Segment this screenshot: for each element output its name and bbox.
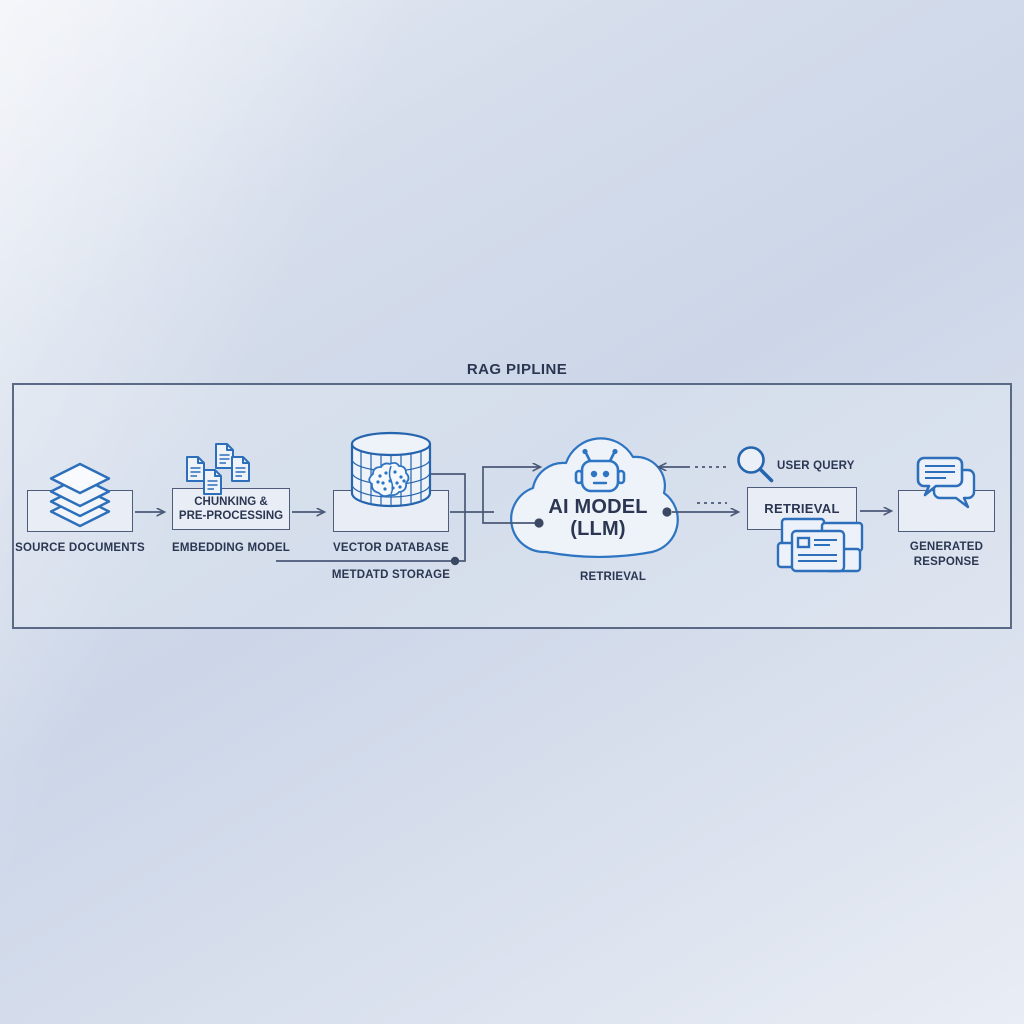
chat-bubbles-icon (916, 456, 976, 509)
diagram-title: RAG PIPLINE (466, 361, 568, 378)
chunking-label-line2: PRE-PROCESSING (178, 510, 284, 522)
generated-response-line1: GENERATED (909, 541, 984, 553)
generated-response-line2: RESPONSE (913, 556, 980, 568)
source-documents-label: SOURCE DOCUMENTS (15, 542, 145, 554)
database-grid-brain-icon (350, 431, 432, 508)
result-cards-icon (776, 517, 864, 573)
vector-database-label: VECTOR DATABASE (332, 542, 450, 554)
user-query-label: USER QUERY (777, 460, 855, 472)
ai-model-line2: (LLM) (570, 518, 626, 540)
ai-model-title: AI MODEL (LLM) (533, 496, 663, 540)
files-icon (186, 443, 250, 495)
cloud-retrieval-label: RETRIEVAL (579, 571, 647, 583)
robot-icon (574, 448, 626, 493)
magnifier-icon (737, 446, 774, 483)
document-stack-icon (49, 462, 111, 528)
generated-response-box (898, 490, 995, 532)
generated-response-label: GENERATED RESPONSE (890, 540, 1003, 570)
chunking-label-line1: CHUNKING & (194, 496, 268, 508)
embedding-model-label: EMBEDDING MODEL (172, 542, 290, 554)
metadata-storage-label: METDATD STORAGE (331, 569, 451, 581)
ai-model-line1: AI MODEL (548, 496, 648, 518)
chunking-preprocessing-box: CHUNKING & PRE-PROCESSING (172, 488, 290, 530)
retrieval-box-label: RETRIEVAL (764, 501, 840, 516)
